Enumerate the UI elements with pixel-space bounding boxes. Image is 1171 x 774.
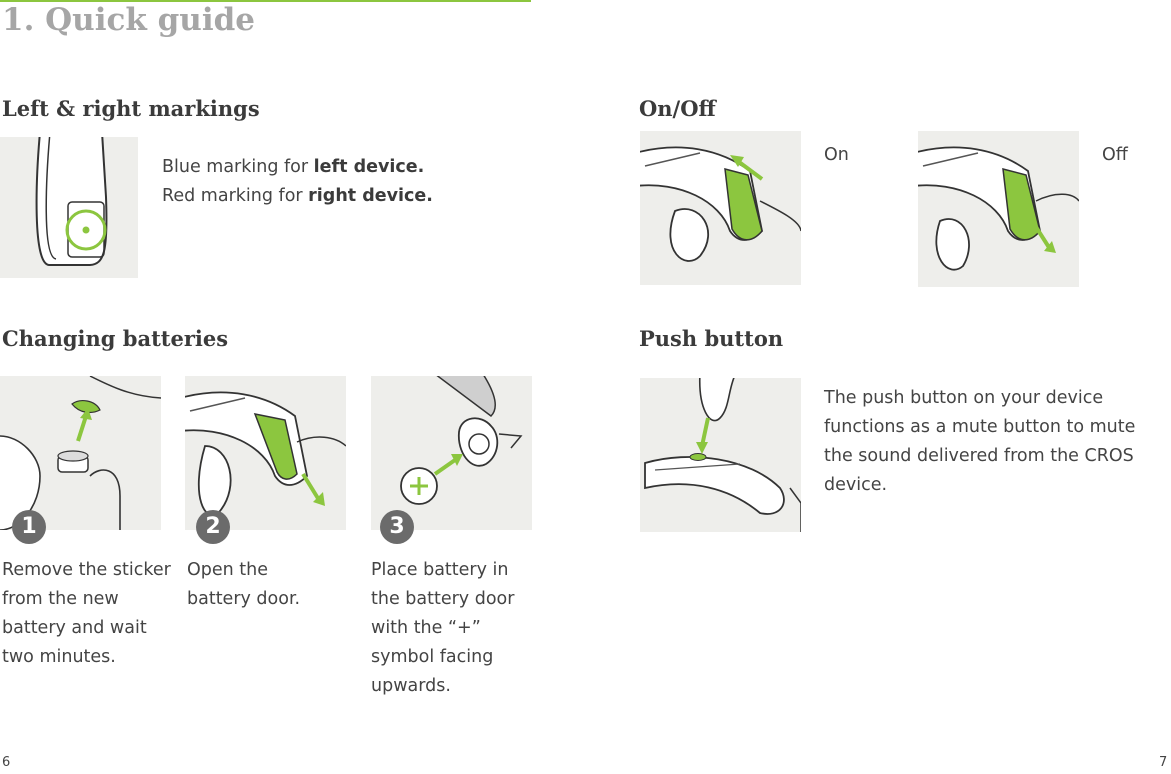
on-label: On xyxy=(824,145,849,165)
left-right-marking-illustration xyxy=(0,137,138,278)
left-device-label: left device. xyxy=(313,157,425,177)
push-button-text: The push button on your device functions… xyxy=(824,388,1136,495)
on-off-heading: On/Off xyxy=(639,96,716,121)
page-title: 1. Quick guide xyxy=(2,2,256,38)
left-right-heading: Left & right markings xyxy=(2,96,260,121)
step-1-badge: 1 xyxy=(12,510,46,544)
push-button-heading: Push button xyxy=(639,326,784,351)
step-3-badge: 3 xyxy=(380,510,414,544)
battery-step2-illustration xyxy=(185,376,346,530)
battery-step1-illustration xyxy=(0,376,161,530)
off-label: Off xyxy=(1102,145,1128,165)
header-rule xyxy=(0,0,531,2)
right-device-label: right device. xyxy=(308,186,433,206)
step-3-text: Place battery in the battery door with t… xyxy=(371,560,515,696)
page-number-right: 7 xyxy=(1159,755,1168,770)
push-button-illustration xyxy=(640,378,801,532)
marking-text: Blue marking for left device. Red markin… xyxy=(162,157,433,206)
step-1-text: Remove the sticker from the new battery … xyxy=(2,560,171,667)
step-2-badge: 2 xyxy=(196,510,230,544)
off-illustration xyxy=(918,131,1079,287)
changing-batteries-heading: Changing batteries xyxy=(2,326,229,351)
battery-step3-illustration xyxy=(371,376,532,530)
on-illustration xyxy=(640,131,801,285)
page-number-left: 6 xyxy=(2,755,11,770)
step-2-text: Open the battery door. xyxy=(187,560,301,609)
